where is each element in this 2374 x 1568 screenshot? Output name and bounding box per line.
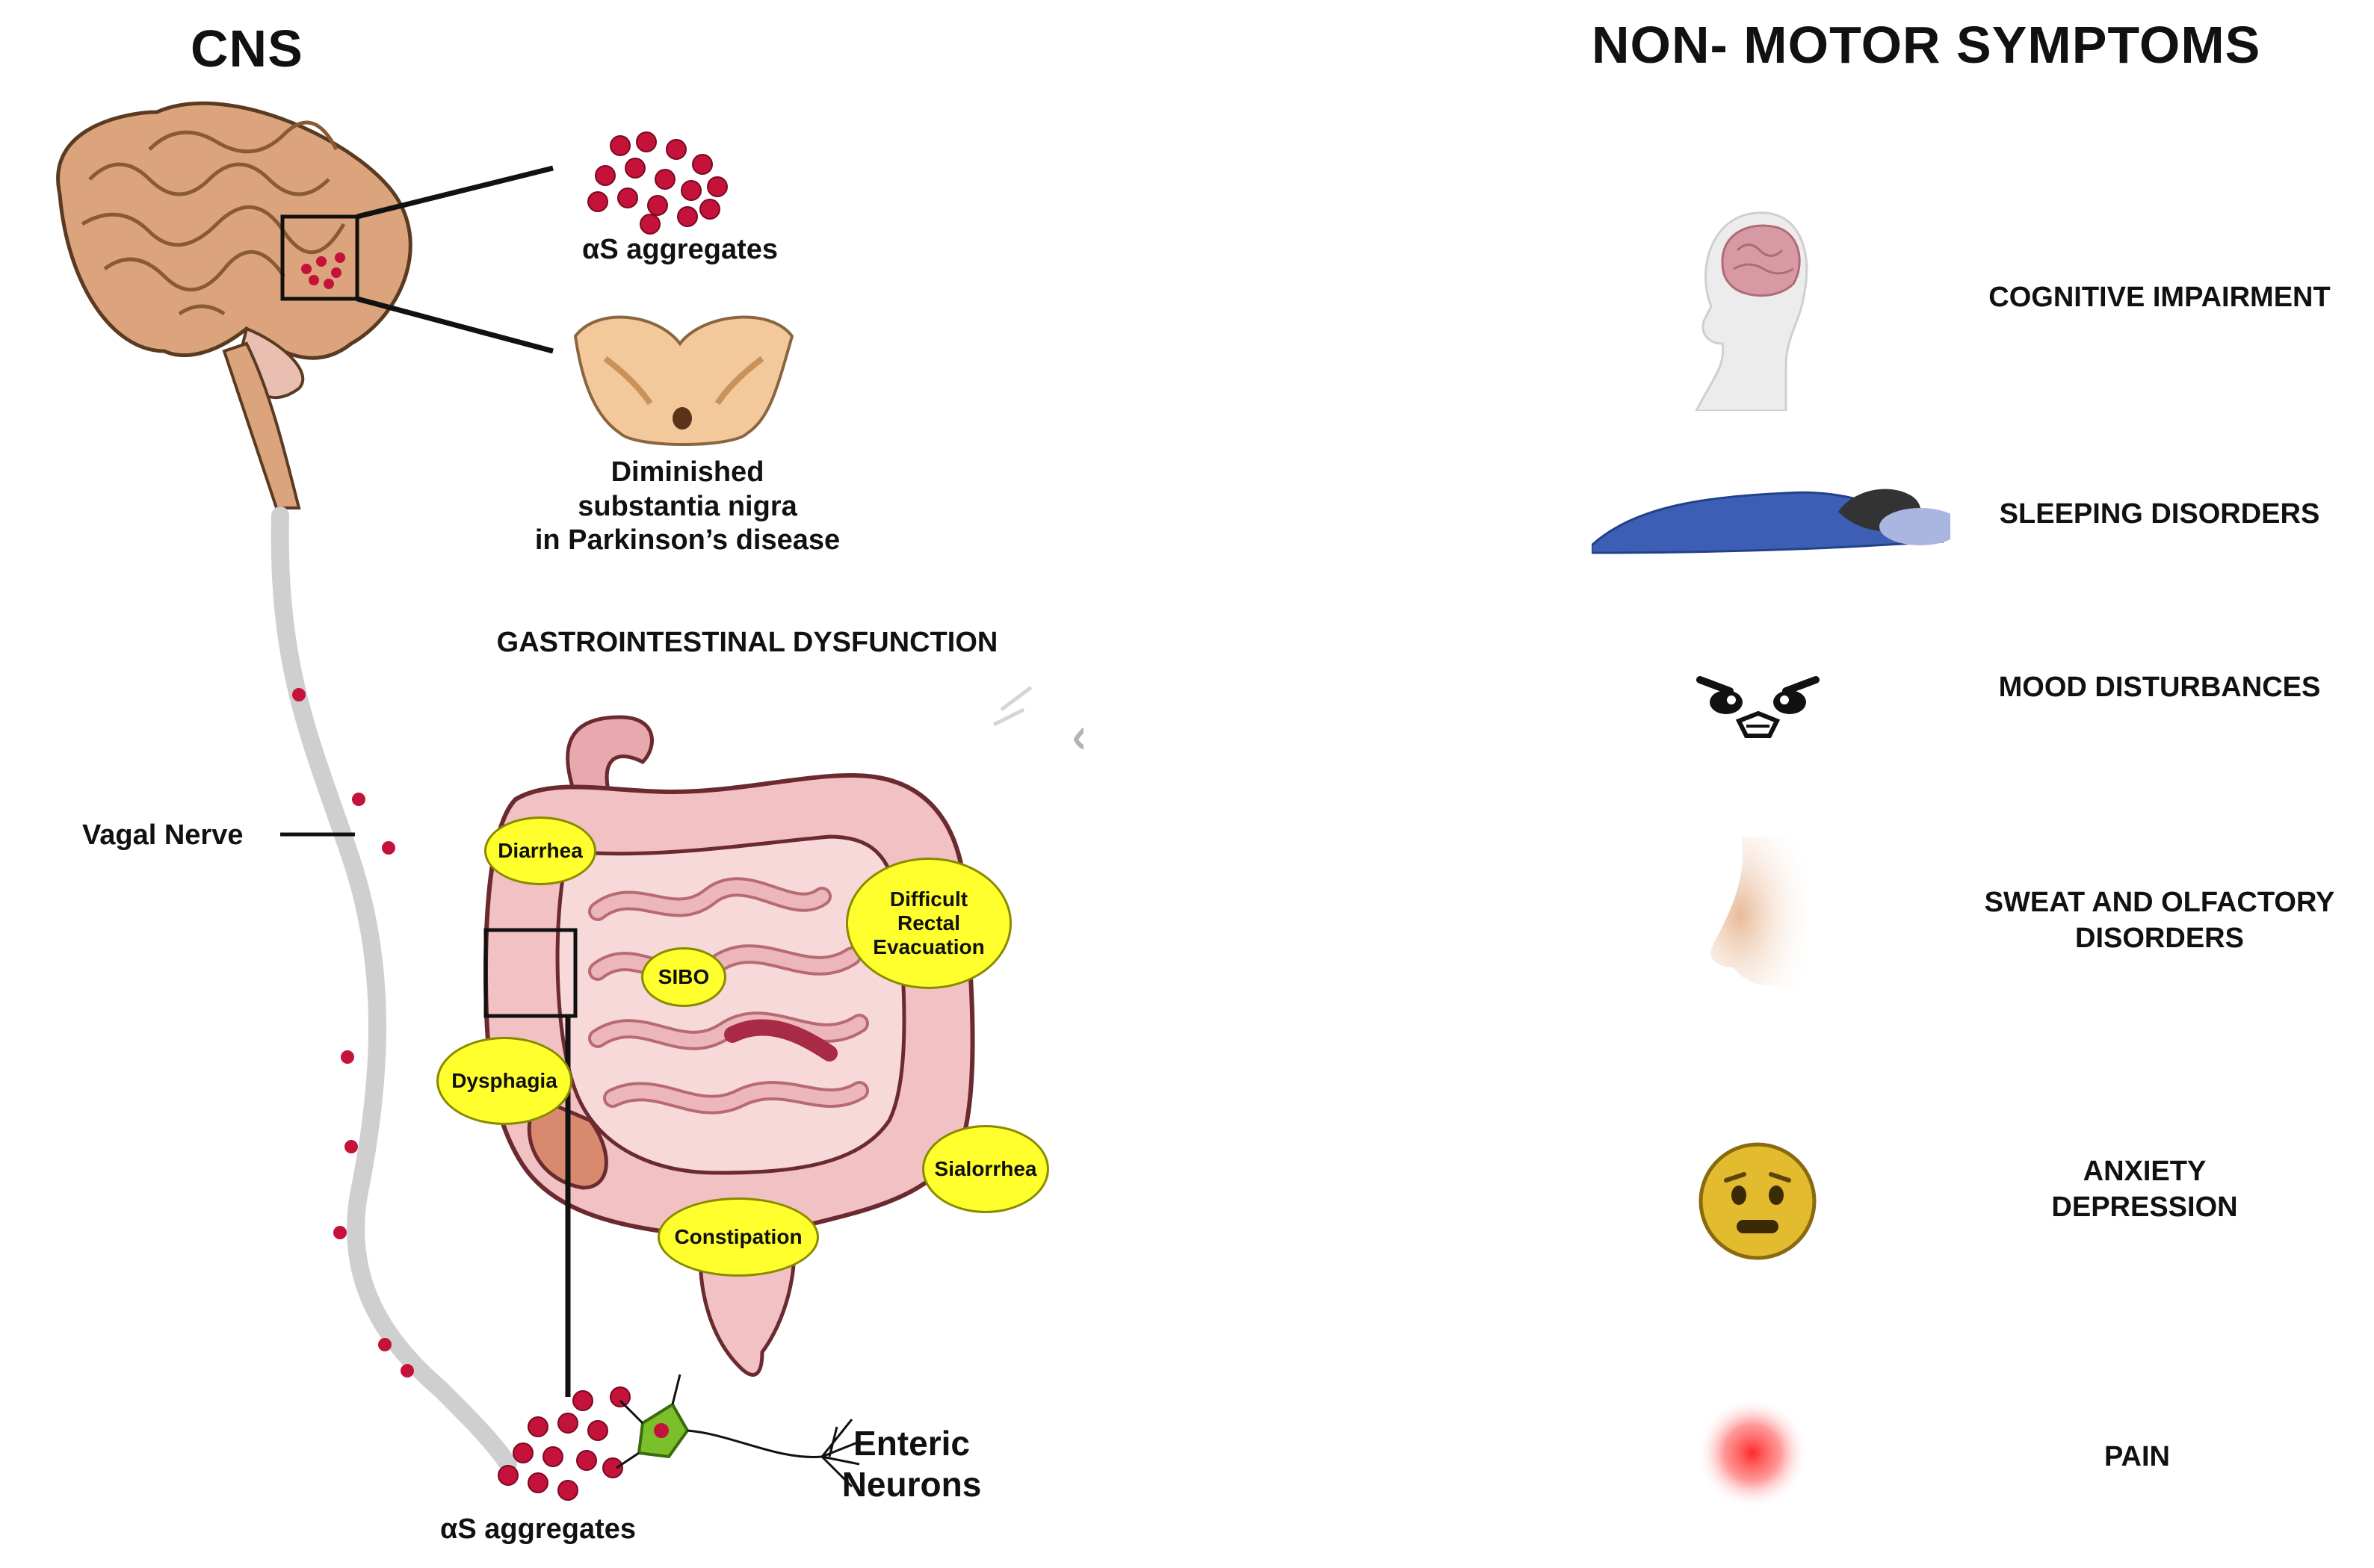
difficult-rectal-evacuation-tag: Difficult Rectal Evacuation [846, 858, 1012, 989]
constipation-tag: Constipation [658, 1197, 819, 1277]
mood-disturbances-icon [1696, 676, 1820, 738]
anatomy-illustration [56, 101, 1084, 1501]
dysphagia-tag: Dysphagia [436, 1037, 572, 1125]
pain-label: PAIN [2104, 1441, 2170, 1472]
enteric-neuron-icon [616, 1374, 860, 1488]
mood-disturbances-label: MOOD DISTURBANCES [1998, 672, 2321, 703]
sibo-tag: SIBO [641, 947, 726, 1007]
vagal-nerve-label: Vagal Nerve [82, 819, 244, 851]
as-aggregates-top-label: αS aggregates [581, 234, 778, 265]
non-motor-heading: NON- MOTOR SYMPTOMS [1592, 16, 2261, 74]
brain-icon [56, 101, 554, 509]
substantia-nigra-label: Diminished substantia nigra in Parkinson… [534, 456, 841, 557]
elderly-person-with-cane-icon [992, 686, 1084, 750]
sleeping-disorders-label: SLEEPING DISORDERS [1999, 498, 2320, 530]
cognitive-impairment-icon [1695, 211, 1808, 411]
sweat-olfactory-label: SWEAT AND OLFACTORY DISORDERS [1984, 887, 2335, 954]
sialorrhea-tag: Sialorrhea [922, 1125, 1049, 1213]
pain-icon [1696, 1397, 1808, 1509]
anxiety-depression-label: ANXIETY DEPRESSION [2051, 1156, 2238, 1223]
aggregates-cluster-top [587, 131, 728, 235]
diarrhea-tag: Diarrhea [484, 816, 596, 885]
enteric-neurons-label: Enteric Neurons [841, 1424, 982, 1505]
cognitive-impairment-label: COGNITIVE IMPAIRMENT [1988, 282, 2331, 313]
cns-heading: CNS [191, 19, 303, 78]
vagal-nerve [271, 506, 517, 1473]
sleeping-disorders-icon [1592, 489, 1950, 554]
sweat-olfactory-icon [1710, 837, 1808, 994]
anxiety-depression-icon [1698, 1142, 1817, 1260]
intestine-icon [483, 715, 975, 1397]
as-aggregates-bottom-label: αS aggregates [439, 1513, 636, 1545]
substantia-nigra-icon [573, 315, 794, 446]
aggregates-cluster-bottom [498, 1386, 631, 1501]
gi-heading: GASTROINTESTINAL DYSFUNCTION [496, 627, 998, 658]
